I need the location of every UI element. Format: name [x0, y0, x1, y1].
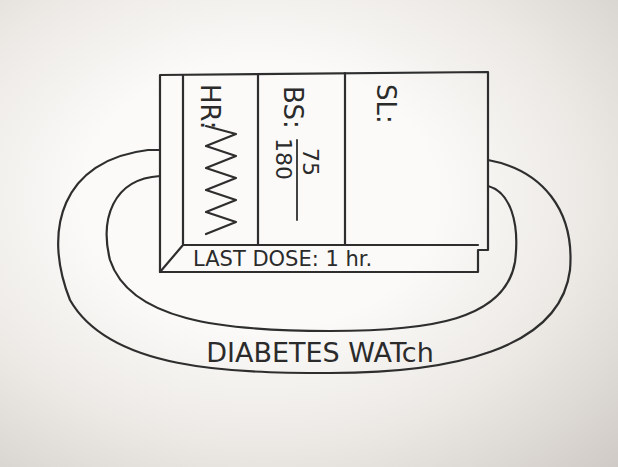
strap-inner: [107, 176, 517, 331]
node-text: HR:: [197, 84, 223, 130]
face-divider: [183, 244, 478, 246]
node-text: 75: [299, 148, 321, 176]
fraction-bar: [296, 140, 298, 220]
column-divider: [344, 73, 346, 245]
column-divider: [257, 74, 259, 245]
face-edge: [160, 75, 183, 272]
sugar-level-column: SL:: [345, 74, 488, 244]
node-text: 180: [272, 138, 294, 180]
node-text: SL:: [373, 84, 399, 124]
node-text: DIABETES WATch: [206, 339, 434, 366]
last-dose-band: LAST DOSE: 1 hr.: [183, 246, 478, 272]
node-text: LAST DOSE: 1 hr.: [193, 249, 372, 270]
blood-sugar-column: BS: 75180: [258, 74, 345, 244]
watch-strap: DIABETES WATch: [150, 333, 490, 373]
heart-rate-column: HR:: [183, 74, 258, 244]
node-text: BS:: [280, 86, 306, 129]
heartbeat-zigzag: [206, 126, 236, 234]
strap-outer: [58, 150, 570, 373]
watch-face: [160, 72, 488, 272]
